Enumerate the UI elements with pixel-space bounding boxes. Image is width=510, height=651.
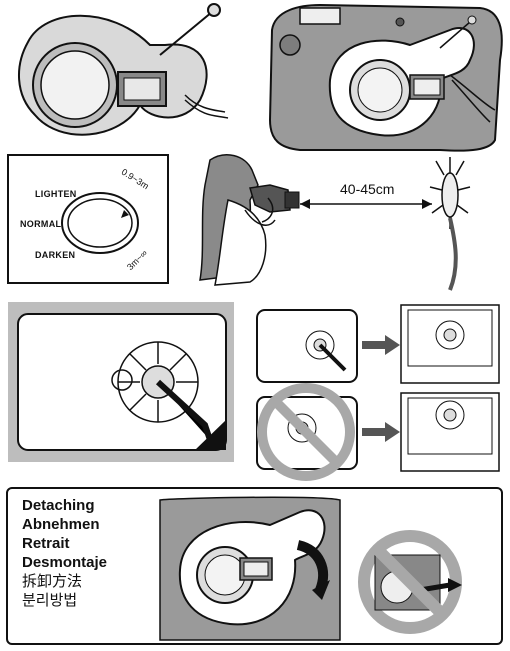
detaching-illustration	[0, 0, 510, 651]
